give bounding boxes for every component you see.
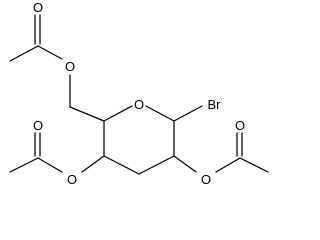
structure-diagram: O O O Br O O O O — [9, 0, 269, 187]
atom-bromine: Br — [208, 97, 222, 112]
bond-ring-c3-c4 — [103, 155, 140, 175]
bond-ring-o-c1 — [145, 105, 175, 122]
atom-ring-oxygen: O — [134, 97, 144, 112]
bond-ch2-to-ring — [69, 106, 105, 122]
bond-c4-to-o-left — [81, 155, 105, 173]
bond-right-ester-o-to-carbonyl — [215, 157, 241, 173]
bond-top-carbonyl-to-ester-o — [37, 45, 63, 60]
atom-left-ester-oxygen: O — [67, 172, 77, 187]
bond-left-methyl — [9, 157, 39, 173]
bond-c2-to-o-right — [173, 155, 197, 173]
atom-right-ester-oxygen: O — [201, 172, 211, 187]
bond-left-ester-o-to-carbonyl — [37, 157, 63, 173]
atom-top-ester-oxygen: O — [65, 59, 75, 74]
bond-ring-c2-c3 — [138, 155, 175, 175]
atom-right-carbonyl-oxygen: O — [235, 118, 245, 133]
bond-c1-br — [173, 105, 203, 122]
atom-left-carbonyl-oxygen: O — [33, 118, 43, 133]
bond-right-methyl — [239, 157, 269, 173]
bond-top-methyl — [9, 45, 39, 62]
atom-top-carbonyl-oxygen: O — [33, 0, 43, 15]
bond-ring-c5-o — [103, 105, 133, 122]
